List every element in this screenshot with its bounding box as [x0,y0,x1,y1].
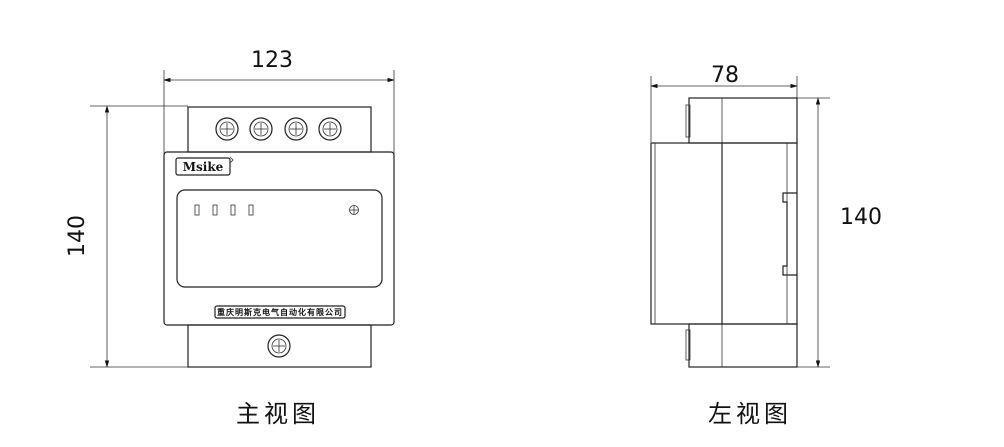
left-view-label: 左视图 [708,400,792,428]
front-view: 123 140 [65,48,395,428]
indicator-led [194,204,200,216]
terminal-screw-icon [318,117,342,141]
left-height-value: 140 [840,205,882,230]
display-window [176,189,383,288]
bottom-terminal-block [187,324,372,368]
indicator-led [248,204,254,216]
front-width-value: 123 [251,48,293,73]
terminal-screw-icon [284,117,308,141]
front-height-dimension: 140 [65,105,188,368]
terminal-screw-icon [249,117,273,141]
manufacturer-text: 重庆明斯克电气自动化有限公司 [217,307,343,317]
din-rail-clip [782,192,797,276]
left-depth-dimension: 78 [650,63,798,142]
left-depth-value: 78 [711,63,739,88]
terminal-screw-icon [267,334,291,358]
brand-logo-text: Msike [183,160,224,174]
indicator-leds [194,204,254,216]
left-bottom-housing [685,323,798,368]
target-symbol-icon [349,205,359,215]
indicator-led [230,204,236,216]
front-view-label: 主视图 [236,400,320,428]
manufacturer-plate [214,305,346,319]
front-main-body [163,151,395,326]
left-main-body [650,142,798,325]
left-height-dimension: 140 [797,97,882,368]
left-top-housing [685,97,798,144]
left-view: 78 140 [650,63,882,428]
brand-logo: Msike [175,156,234,176]
terminal-screw-icon [215,117,239,141]
front-height-value: 140 [65,215,90,257]
indicator-led [212,204,218,216]
front-width-dimension: 123 [163,48,395,158]
top-terminals [215,117,342,141]
